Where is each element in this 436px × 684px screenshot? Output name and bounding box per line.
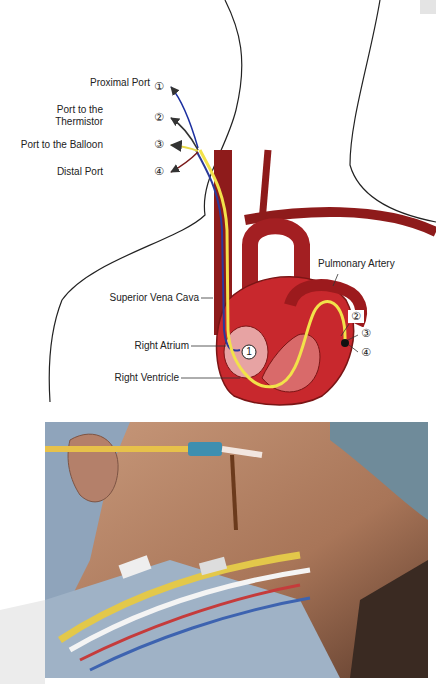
port-marker [242, 345, 256, 359]
part-label: Distal Port [40, 166, 103, 178]
callout-number: ④ [358, 346, 374, 359]
callout-number: ④ [151, 165, 167, 178]
callout-number: 1 [244, 346, 254, 358]
port-line [171, 145, 198, 151]
part-label: Right Atrium [105, 340, 189, 352]
callout-number: ② [151, 111, 167, 124]
part-label: Pulmonary Artery [318, 258, 418, 270]
callout-number: ③ [151, 138, 167, 151]
leader-line [333, 274, 338, 286]
part-label: Superior Vena Cava [95, 292, 199, 304]
port-line [171, 87, 198, 148]
right-ventricle [262, 334, 320, 392]
part-label: Right Ventricle [95, 372, 179, 384]
leader-line [191, 346, 226, 347]
body-outline [350, 0, 436, 222]
catheter-lumen [196, 150, 240, 351]
leader-line [201, 298, 213, 299]
part-label: Proximal Port [62, 77, 150, 89]
leader-line [181, 378, 240, 379]
port-line [171, 152, 198, 172]
leader-line [349, 345, 358, 352]
part-label: Port to the Balloon [8, 139, 103, 151]
corner-band [420, 0, 436, 14]
callout-number: ③ [358, 327, 374, 340]
callout-number: ② [348, 310, 364, 323]
leader-line [341, 324, 349, 336]
right-atrium [224, 326, 268, 378]
balloon [341, 339, 349, 347]
carotid-vessel [262, 150, 268, 222]
corner-band [0, 600, 45, 684]
leader-line [348, 335, 358, 340]
callout-number: ① [151, 80, 167, 93]
body-outline [49, 0, 241, 402]
heart [217, 277, 354, 405]
photo [45, 422, 428, 678]
port-line [171, 118, 198, 150]
part-label: Port to the Thermistor [45, 104, 103, 128]
